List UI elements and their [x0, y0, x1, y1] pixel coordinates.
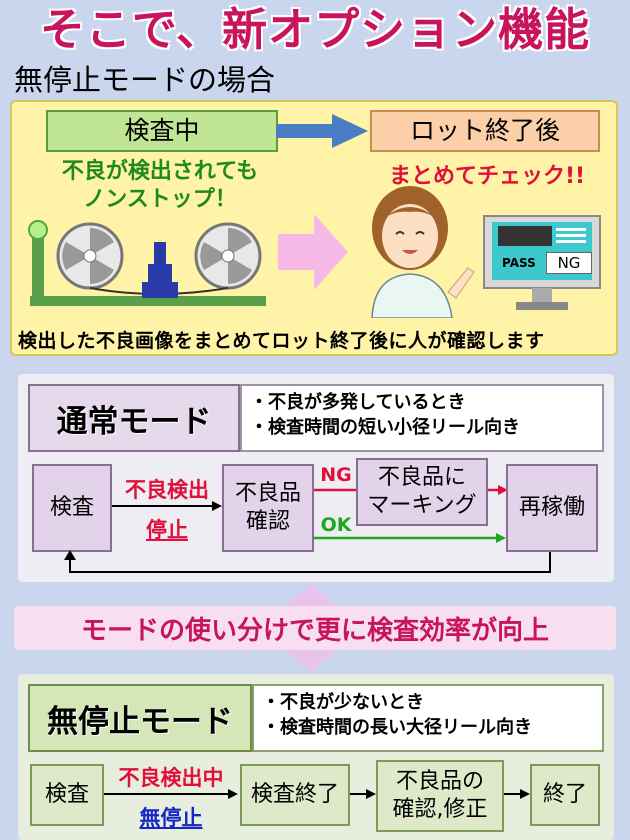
- nonstop-mode-description: ・不良が少ないとき ・検査時間の長い大径リール向き: [252, 684, 604, 752]
- arrow-to-confirm-icon: [112, 501, 222, 511]
- efficiency-banner: モードの使い分けで更に検査効率が向上: [14, 606, 616, 650]
- illustration-caption: 検出した不良画像をまとめてロット終了後に人が確認します: [18, 330, 545, 352]
- after-lot-label: ロット終了後: [370, 110, 600, 152]
- marking-arrow-icon: [488, 485, 508, 495]
- monitor-ng-label: NG: [546, 252, 592, 274]
- normal-desc-2: ・検査時間の短い小径リール向き: [250, 417, 520, 438]
- confirm-fix-line2: 確認,修正: [392, 797, 488, 822]
- no-stop-label: 無停止: [139, 806, 203, 830]
- nonstop-arrow-3-icon: [504, 789, 530, 799]
- right-arrow-icon: [276, 114, 368, 148]
- loop-back-arrow-icon: [64, 550, 551, 573]
- inspect-end-box: 検査終了: [240, 764, 350, 826]
- nonstop-text-2: ノンストップ！: [83, 187, 237, 212]
- defect-detecting-label: 不良検出中: [118, 766, 224, 790]
- nonstop-arrow-2-icon: [350, 789, 376, 799]
- normal-defect-detect-label: 不良検出: [125, 478, 209, 502]
- check-together-text: まとめてチェック!!: [388, 164, 586, 189]
- normal-defect-confirm-line2: 確認: [245, 509, 290, 534]
- nonstop-desc-2: ・検査時間の長い大径リール向き: [262, 717, 532, 738]
- marking-line1: 不良品に: [377, 465, 466, 490]
- normal-stop-label: 停止: [146, 518, 188, 542]
- normal-defect-confirm-box: 不良品 確認: [222, 464, 314, 552]
- page-title: そこで、新オプション機能: [39, 3, 591, 56]
- operator-person-illustration: [371, 186, 475, 318]
- reel-machine-illustration: [28, 220, 266, 306]
- normal-inspect-box: 検査: [32, 464, 112, 552]
- nonstop-desc-1: ・不良が少ないとき: [262, 692, 424, 713]
- section-subtitle: 無停止モードの場合: [14, 63, 276, 97]
- normal-mode-label: 通常モード: [28, 384, 240, 452]
- restart-box: 再稼働: [506, 464, 598, 552]
- monitor-pass-label: PASS: [502, 256, 536, 270]
- marking-box: 不良品に マーキング: [356, 458, 488, 526]
- nonstop-mode-label: 無停止モード: [28, 684, 252, 752]
- confirm-fix-line1: 不良品の: [395, 769, 484, 794]
- ng-label: NG: [320, 464, 352, 486]
- normal-defect-confirm-line1: 不良品: [234, 481, 301, 506]
- confirm-fix-box: 不良品の 確認,修正: [376, 760, 504, 832]
- end-box: 終了: [530, 764, 600, 826]
- normal-mode-description: ・不良が多発しているとき ・検査時間の短い小径リール向き: [240, 384, 604, 452]
- nonstop-inspect-box: 検査: [30, 764, 104, 826]
- nonstop-arrow-1-icon: [104, 789, 238, 799]
- marking-line2: マーキング: [367, 493, 477, 518]
- nonstop-text-1: 不良が検出されても: [61, 159, 259, 184]
- inspecting-label: 検査中: [46, 110, 278, 152]
- big-right-arrow-icon: [278, 214, 348, 290]
- normal-desc-1: ・不良が多発しているとき: [250, 392, 466, 413]
- ok-label: OK: [320, 514, 352, 536]
- ok-arrow-icon: [314, 533, 506, 543]
